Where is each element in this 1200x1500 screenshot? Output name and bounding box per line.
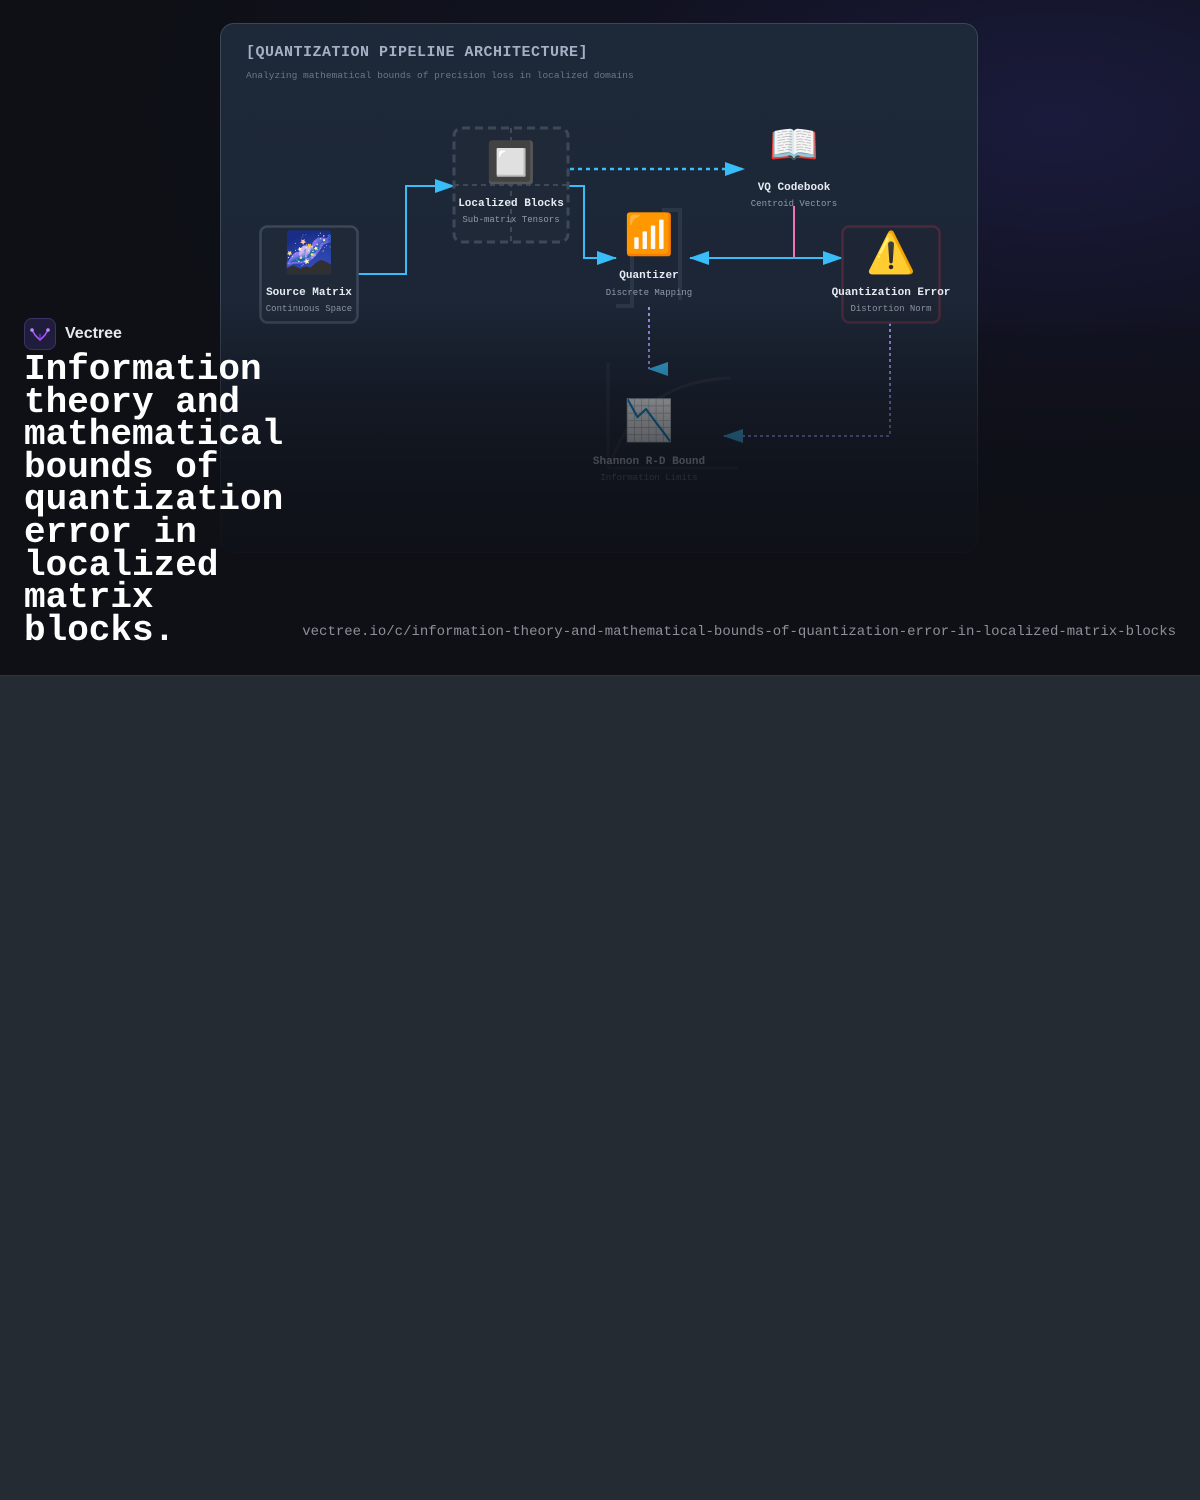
source-matrix-sublabel: Continuous Space — [266, 304, 352, 314]
quantization-error-sublabel: Distortion Norm — [850, 304, 931, 314]
edge-blocks-to-quantizer — [568, 185, 617, 265]
signal-bars-icon: 📶 — [624, 211, 674, 258]
page-url[interactable]: vectree.io/c/information-theory-and-math… — [302, 624, 1176, 640]
chart-decreasing-icon: 📉 — [624, 397, 674, 444]
square-grid-icon: 🔲 — [486, 139, 536, 186]
node-shannon-bound: 📉 Shannon R-D Bound Information Limits — [593, 397, 705, 483]
node-vq-codebook: 📖 VQ Codebook Centroid Vectors — [751, 122, 837, 209]
vectree-logo-icon — [24, 318, 56, 350]
diagram-subtitle: Analyzing mathematical bounds of precisi… — [246, 70, 634, 81]
node-localized-blocks: 🔲 Localized Blocks Sub-matrix Tensors — [452, 126, 570, 244]
quantizer-label: Quantizer — [619, 270, 678, 282]
page-headline: Information theory and mathematical boun… — [24, 349, 284, 651]
book-icon: 📖 — [769, 122, 819, 168]
vq-codebook-label: VQ Codebook — [758, 182, 831, 194]
galaxy-icon: 🌌 — [284, 229, 334, 276]
diagram-title: [QUANTIZATION PIPELINE ARCHITECTURE] — [246, 44, 589, 61]
quantization-error-label: Quantization Error — [832, 287, 951, 299]
localized-blocks-label: Localized Blocks — [458, 198, 564, 210]
node-quantizer: 📶 Quantizer Discrete Mapping — [606, 211, 692, 298]
edge-error-to-shannon — [723, 323, 891, 443]
vq-codebook-sublabel: Centroid Vectors — [751, 199, 837, 209]
shannon-bound-label: Shannon R-D Bound — [593, 456, 705, 468]
edge-source-to-blocks — [358, 179, 455, 275]
warning-icon: ⚠️ — [866, 229, 916, 276]
brand-name: Vectree — [65, 325, 122, 342]
node-source-matrix: 🌌 Source Matrix Continuous Space — [259, 225, 359, 324]
quantizer-sublabel: Discrete Mapping — [606, 288, 692, 298]
node-quantization-error: ⚠️ Quantization Error Distortion Norm — [832, 225, 951, 324]
source-matrix-label: Source Matrix — [266, 287, 352, 299]
localized-blocks-sublabel: Sub-matrix Tensors — [462, 215, 559, 225]
hero-banner: [QUANTIZATION PIPELINE ARCHITECTURE] Ana… — [0, 0, 1200, 676]
shannon-bound-sublabel: Information Limits — [600, 473, 697, 483]
brand[interactable]: Vectree — [24, 317, 122, 351]
